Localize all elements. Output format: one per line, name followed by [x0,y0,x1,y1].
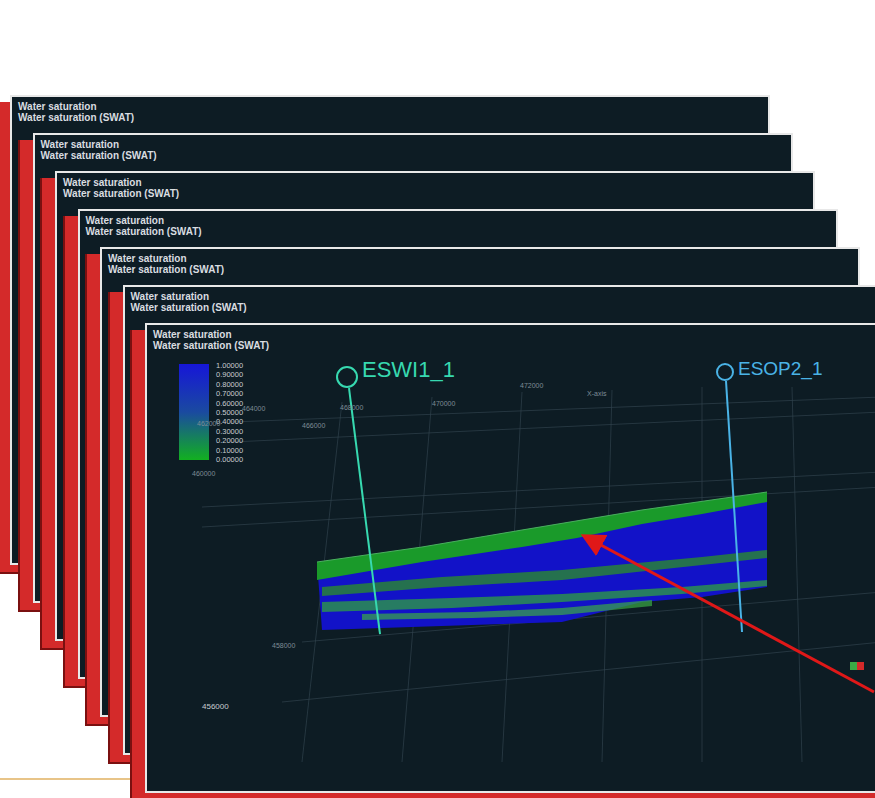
slide-title: Water saturation (SWAT) [18,112,134,123]
slide-panel: Water saturationWater saturation (SWAT) E… [145,323,875,793]
scale-value: 0.50000 [216,409,243,418]
axis-value: 464000 [242,405,265,413]
scale-value: 0.70000 [216,390,243,399]
slide-title: Water saturation (SWAT) [153,340,269,351]
scale-value: 0.90000 [216,371,243,380]
axis-value: 470000 [432,400,455,408]
slide-title: Water saturation [18,101,134,112]
scale-value: 0.20000 [216,437,243,446]
slide-heading: Water saturationWater saturation (SWAT) [108,253,224,275]
slide-heading: Water saturationWater saturation (SWAT) [86,215,202,237]
axis-value: 466000 [302,422,325,430]
reservoir-illustration [147,325,875,795]
slide-heading: Water saturationWater saturation (SWAT) [63,177,179,199]
scale-value: 1.00000 [216,362,243,371]
slide-title: Water saturation (SWAT) [108,264,224,275]
scale-value: 0.80000 [216,381,243,390]
axis-value: 460000 [192,470,215,478]
well-name: ESWI1_1 [362,358,455,381]
slide-title: Water saturation [108,253,224,264]
scale-value: 0.30000 [216,428,243,437]
axis-value: X-axis [587,390,606,398]
slide-title: Water saturation (SWAT) [41,150,157,161]
slide-title: Water saturation (SWAT) [131,302,247,313]
axis-value: 468000 [340,404,363,412]
slide-title: Water saturation (SWAT) [86,226,202,237]
slide-title: Water saturation [41,139,157,150]
scale-value: 0.00000 [216,456,243,465]
slide-title: Water saturation [131,291,247,302]
slide-heading: Water saturationWater saturation (SWAT) [131,291,247,313]
axis-value: 458000 [272,642,295,650]
slide-title: Water saturation [63,177,179,188]
axis-value: 462000 [197,420,220,428]
slide-heading: Water saturationWater saturation (SWAT) [18,101,134,123]
well-name: ESOP2_1 [738,359,823,379]
axis-value: 472000 [520,382,543,390]
axis-value: 456000 [202,702,229,711]
slide-title: Water saturation [153,329,269,340]
slide-title: Water saturation (SWAT) [63,188,179,199]
slide-title: Water saturation [86,215,202,226]
slide-heading: Water saturationWater saturation (SWAT) [41,139,157,161]
scale-value: 0.10000 [216,447,243,456]
scale-value: 0.60000 [216,400,243,409]
slide-heading: Water saturationWater saturation (SWAT) [153,329,269,351]
